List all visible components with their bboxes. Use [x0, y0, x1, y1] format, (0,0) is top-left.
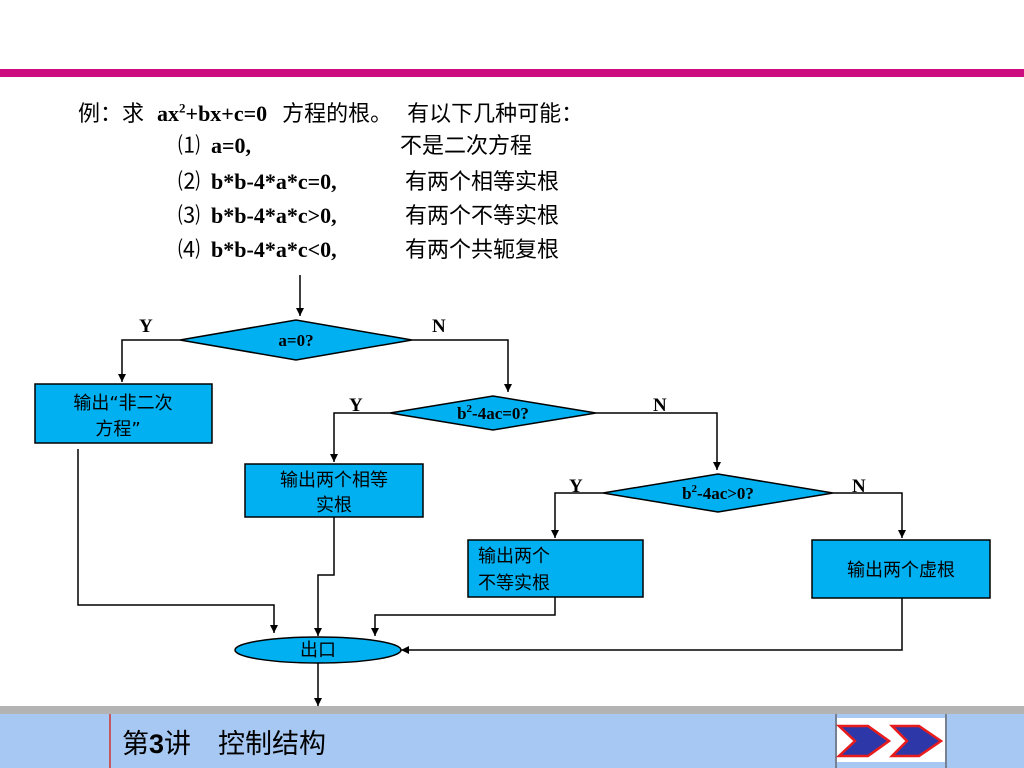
box3-exit-connector — [371, 597, 556, 636]
d1-yes-label: Y — [139, 316, 153, 337]
d3-no-connector — [833, 492, 906, 538]
arrow-right — [888, 724, 944, 758]
box1-text-line1: 输出“非二次 — [73, 393, 172, 414]
double-arrow-forward-icon[interactable] — [835, 718, 945, 762]
box4-text: 输出两个虚根 — [847, 560, 955, 581]
task-word: 求 — [122, 102, 145, 127]
case-description: 有两个共轭复根 — [405, 238, 560, 263]
lecture-title: 第3讲 控制结构 — [122, 722, 326, 761]
d1-no-label: N — [432, 316, 446, 337]
case-1: ⑴ a=0, — [178, 128, 251, 160]
d2-yes-connector — [330, 412, 390, 462]
d3-no-label: N — [852, 476, 866, 497]
case-4: ⑷ b*b-4*a*c<0, — [178, 232, 337, 264]
box2-exit-connector — [314, 517, 335, 636]
case-condition: b*b-4*a*c=0, — [211, 169, 337, 194]
possibilities-text: 有以下几种可能： — [407, 102, 584, 127]
equation-part-b: +bx+c=0 — [185, 101, 268, 126]
box3-text-line2: 不等实根 — [478, 573, 550, 594]
box2-text-line1: 输出两个相等 — [280, 470, 388, 491]
decision-a-zero — [179, 319, 413, 361]
d3-yes-connector — [551, 492, 603, 538]
decision-discriminant-zero — [389, 395, 597, 431]
case-number: ⑷ — [178, 238, 201, 263]
d3-yes-label: Y — [569, 476, 583, 497]
decision-a-zero-text: a=0? — [278, 331, 313, 350]
footer-stripe — [0, 706, 1024, 714]
exit-terminal — [234, 636, 402, 664]
case-description: 不是二次方程 — [400, 134, 533, 159]
output-equal-roots-box — [244, 463, 424, 518]
intro-line: 例：求 ax2+bx+c=0 方程的根。 有以下几种可能： — [78, 96, 583, 128]
equation-superscript: 2 — [179, 100, 186, 116]
box4-exit-connector — [401, 598, 903, 654]
case-2: ⑵ b*b-4*a*c=0, — [178, 164, 337, 196]
problem-statement: 例：求 ax2+bx+c=0 方程的根。 有以下几种可能： ⑴ a=0, 不是二… — [0, 0, 1024, 270]
case-condition: a=0, — [211, 133, 252, 158]
flow-shapes — [34, 319, 991, 664]
equation-part-a: ax — [157, 101, 180, 126]
task-tail: 方程的根。 — [282, 102, 393, 127]
lecture-title-prefix: 第 — [122, 729, 149, 760]
case-description: 有两个不等实根 — [405, 204, 560, 229]
exit-text: 出口 — [300, 640, 336, 661]
example-prefix: 例： — [78, 102, 123, 127]
d2-yes-label: Y — [349, 395, 363, 416]
d1-no-connector — [412, 339, 512, 392]
output-unequal-roots-box — [467, 539, 644, 598]
arrow-left — [835, 724, 892, 758]
decision-discriminant-positive — [602, 473, 834, 513]
d2-no-connector — [596, 412, 721, 470]
output-not-quadratic-box — [34, 383, 213, 444]
output-complex-roots-box — [811, 539, 991, 599]
decision-discriminant-zero-text: b2-4ac=0? — [457, 403, 529, 423]
box1-exit-connector — [77, 449, 278, 633]
connector-lines — [77, 275, 906, 706]
d2-no-label: N — [653, 395, 667, 416]
case-number: ⑶ — [178, 204, 201, 229]
decision-discriminant-positive-text: b2-4ac>0? — [682, 483, 754, 503]
case-3: ⑶ b*b-4*a*c>0, — [178, 198, 337, 230]
box1-text-line2: 方程” — [95, 419, 140, 440]
case-description: 有两个相等实根 — [405, 170, 560, 195]
case-number: ⑴ — [178, 134, 201, 159]
case-condition: b*b-4*a*c<0, — [211, 237, 337, 262]
d1-yes-connector — [118, 339, 180, 382]
case-condition: b*b-4*a*c>0, — [211, 203, 337, 228]
lecture-title-text: 讲 控制结构 — [164, 729, 327, 760]
box3-text-line1: 输出两个 — [478, 546, 550, 567]
case-number: ⑵ — [178, 170, 201, 195]
top-accent-bar — [0, 69, 1024, 77]
box2-text-line2: 实根 — [316, 495, 352, 516]
lecture-number: 3 — [149, 729, 165, 759]
